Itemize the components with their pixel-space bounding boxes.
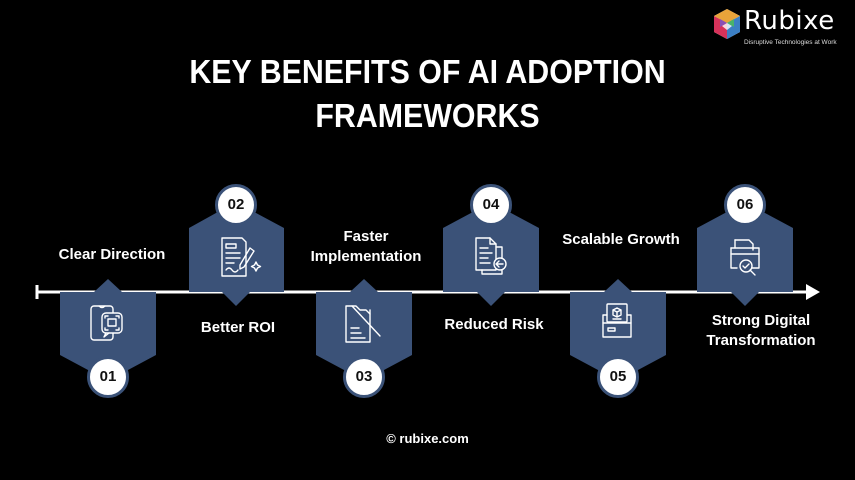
folder-box-icon [602, 303, 632, 338]
document-return-icon [475, 237, 507, 275]
step-label-04: Reduced Risk [444, 316, 544, 333]
logo-tagline: Disruptive Technologies at Work [744, 39, 837, 46]
page-title: KEY BENEFITS OF AI ADOPTION FRAMEWORKS [34, 50, 821, 138]
document-fold-icon [345, 305, 381, 343]
document-sign-icon [221, 237, 262, 277]
step-shape-02 [189, 213, 284, 306]
step-shape-03 [316, 279, 412, 370]
cube-logo-icon [714, 9, 740, 39]
step-label-01: Clear Direction [58, 246, 166, 263]
step-number-05: 05 [597, 356, 639, 398]
step-label-03-line-1: Faster [343, 228, 389, 245]
step-number-03: 03 [343, 356, 385, 398]
step-shape-04 [443, 213, 539, 306]
step-label-02: Better ROI [200, 319, 276, 336]
logo-name: Rubixe [744, 6, 835, 36]
footer-site: rubixe.com [399, 431, 469, 446]
folder-search-icon [730, 239, 760, 276]
step-label-03-line-2: Implementation [310, 248, 422, 265]
step-number-06: 06 [724, 184, 766, 226]
face-scan-phone-icon [90, 305, 123, 341]
timeline-arrow-head [806, 284, 820, 300]
step-label-03: Faster Implementation [311, 227, 422, 267]
footer-credit: © rubixe.com [0, 431, 855, 446]
step-label-05: Scalable Growth [562, 231, 680, 248]
copyright-icon: © [386, 431, 396, 446]
step-label-06: Strong Digital Transformation [706, 311, 815, 351]
step-label-06-line-1: Strong Digital [711, 312, 811, 329]
rubixe-logo: Rubixe Disruptive Technologies at Work [712, 6, 852, 48]
step-number-02: 02 [215, 184, 257, 226]
step-number-01: 01 [87, 356, 129, 398]
title-line-2: FRAMEWORKS [315, 97, 540, 134]
title-line-1: KEY BENEFITS OF AI ADOPTION [189, 53, 666, 90]
step-shape-05 [570, 279, 666, 370]
step-label-06-line-2: Transformation [706, 332, 816, 349]
step-number-04: 04 [470, 184, 512, 226]
